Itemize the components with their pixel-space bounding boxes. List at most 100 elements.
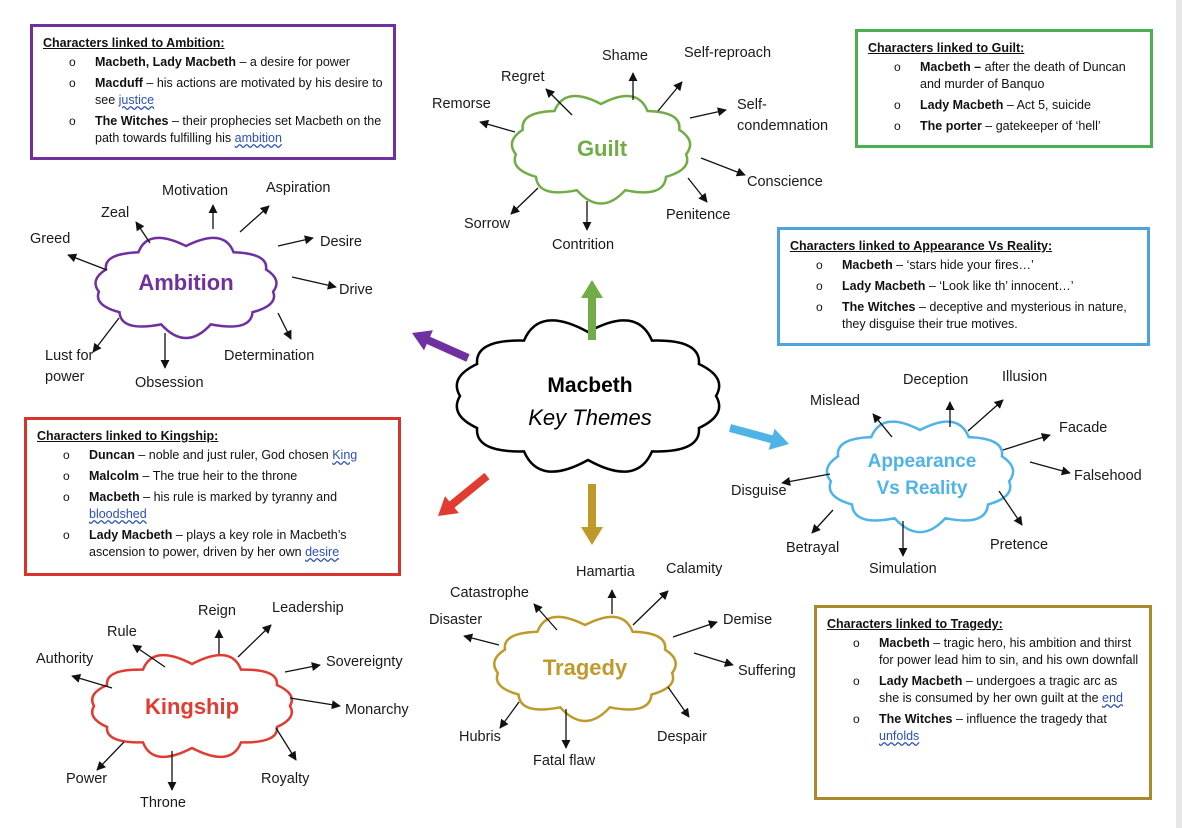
keyword-disaster: Disaster	[429, 612, 483, 628]
keyword-sorrow: Sorrow	[464, 216, 510, 232]
list-item: Malcolm – The true heir to the throne	[37, 468, 388, 485]
keyword-arrow	[811, 509, 834, 534]
list-item: Duncan – noble and just ruler, God chose…	[37, 447, 388, 464]
keyword-determination: Determination	[224, 348, 315, 364]
theme-appearance-label-2: Vs Reality	[876, 478, 968, 499]
ambition-theme-arrow	[412, 330, 470, 362]
keyword-desire: Desire	[320, 234, 362, 250]
guilt-cloud	[510, 94, 692, 205]
keyword-arrow	[667, 686, 690, 718]
theme-appearance-label-1: Appearance	[867, 451, 977, 472]
list-item: Lady Macbeth – undergoes a tragic arc as…	[827, 673, 1139, 707]
tragedy-characters-box: Characters linked to Tragedy: Macbeth – …	[814, 605, 1152, 800]
list-item: Macbeth – after the death of Duncan and …	[868, 59, 1140, 93]
theme-guilt-label: Guilt	[576, 136, 628, 161]
keyword-arrow	[291, 276, 337, 290]
keyword-arrow	[289, 697, 341, 710]
keyword-deception: Deception	[903, 372, 969, 388]
keyword-hamartia: Hamartia	[576, 564, 635, 580]
keyword-arrow	[700, 157, 746, 177]
keyword-arrow	[463, 633, 500, 646]
list-item: The Witches – deceptive and mysterious i…	[790, 299, 1137, 333]
keyword-self-line: Self-	[737, 97, 767, 113]
list-item: The Witches – their prophecies set Macbe…	[43, 113, 383, 147]
tragedy-box-list: Macbeth – tragic hero, his ambition and …	[827, 635, 1139, 745]
keyword-arrow	[71, 673, 113, 689]
keyword-power-line: power	[45, 369, 85, 385]
keyword-sovereignty: Sovereignty	[326, 654, 403, 670]
keyword-arrow	[693, 652, 734, 667]
keyword-fatal-flaw: Fatal flaw	[533, 753, 596, 769]
keyword-simulation: Simulation	[869, 561, 937, 577]
keyword-arrow	[967, 399, 1004, 432]
keyword-suffering: Suffering	[738, 663, 796, 679]
keyword-arrow	[239, 205, 270, 233]
keyword-arrow	[284, 662, 321, 673]
keyword-motivation: Motivation	[162, 183, 229, 199]
guilt-characters-box: Characters linked to Guilt: Macbeth – af…	[855, 29, 1153, 148]
keyword-falsehood: Falsehood	[1074, 468, 1142, 484]
center-cloud	[455, 319, 721, 473]
keyword-demise: Demise	[723, 612, 773, 628]
keyword-arrow	[510, 187, 539, 215]
keyword-obsession: Obsession	[135, 375, 204, 391]
keyword-drive: Drive	[339, 282, 373, 298]
keyword-arrow	[872, 413, 893, 438]
theme-tragedy-label: Tragedy	[542, 655, 628, 680]
keyword-arrow	[657, 81, 683, 112]
center-title: Macbeth	[547, 374, 633, 397]
kingship-cloud	[90, 653, 294, 759]
keyword-arrow	[237, 624, 272, 658]
keyword-arrow	[277, 235, 314, 247]
keyword-shame: Shame	[602, 48, 648, 64]
keyword-arrow	[632, 590, 669, 626]
keyword-zeal: Zeal	[101, 205, 130, 221]
keyword-contrition: Contrition	[552, 237, 615, 253]
list-item: Macduff – his actions are motivated by h…	[43, 75, 383, 109]
keyword-arrow	[1029, 461, 1071, 476]
keyword-disguise: Disguise	[731, 483, 787, 499]
keyword-regret: Regret	[501, 69, 545, 85]
list-item: Lady Macbeth – Act 5, suicide	[868, 97, 1140, 114]
keyword-monarchy: Monarchy	[345, 702, 409, 718]
appearance-characters-box: Characters linked to Appearance Vs Reali…	[777, 227, 1150, 346]
keyword-illusion: Illusion	[1002, 369, 1048, 385]
center-subtitle: Key Themes	[528, 405, 652, 430]
keyword-lust-for: Lust for	[45, 348, 94, 364]
keyword-throne: Throne	[140, 795, 186, 811]
list-item: Macbeth – tragic hero, his ambition and …	[827, 635, 1139, 669]
keyword-leadership: Leadership	[272, 600, 344, 616]
ambition-characters-box: Characters linked to Ambition: Macbeth, …	[30, 24, 396, 160]
list-item: The porter – gatekeeper of ‘hell’	[868, 118, 1140, 135]
tragedy-theme-arrow	[581, 484, 603, 545]
appearance-theme-arrow	[729, 424, 789, 450]
keyword-authority: Authority	[36, 651, 94, 667]
list-item: The Witches – influence the tragedy that…	[827, 711, 1139, 745]
keyword-arrow	[533, 603, 558, 631]
ambition-box-list: Macbeth, Lady Macbeth – a desire for pow…	[43, 54, 383, 147]
keyword-arrow	[92, 317, 120, 353]
tragedy-box-heading: Characters linked to Tragedy:	[827, 617, 1003, 631]
kingship-theme-arrow	[438, 472, 490, 516]
guilt-theme-arrow	[581, 280, 603, 340]
keyword-arrow	[1002, 433, 1051, 451]
appearance-box-heading: Characters linked to Appearance Vs Reali…	[790, 239, 1053, 253]
page-edge	[1176, 0, 1182, 828]
keyword-calamity: Calamity	[666, 561, 723, 577]
keyword-arrow	[499, 701, 520, 729]
ambition-cloud	[94, 236, 278, 340]
keyword-arrow	[689, 107, 727, 119]
keyword-conscience: Conscience	[747, 174, 823, 190]
keyword-aspiration: Aspiration	[266, 180, 331, 196]
tragedy-cloud	[493, 615, 677, 723]
keyword-facade: Facade	[1059, 420, 1108, 436]
list-item: Macbeth, Lady Macbeth – a desire for pow…	[43, 54, 383, 71]
keyword-arrow	[277, 312, 292, 340]
keyword-reign: Reign	[198, 603, 236, 619]
keyword-arrow	[781, 473, 831, 486]
appearance-cloud	[825, 420, 1015, 534]
keyword-self-reproach: Self-reproach	[684, 45, 772, 61]
keyword-power: Power	[66, 771, 108, 787]
keyword-mislead: Mislead	[810, 393, 860, 409]
